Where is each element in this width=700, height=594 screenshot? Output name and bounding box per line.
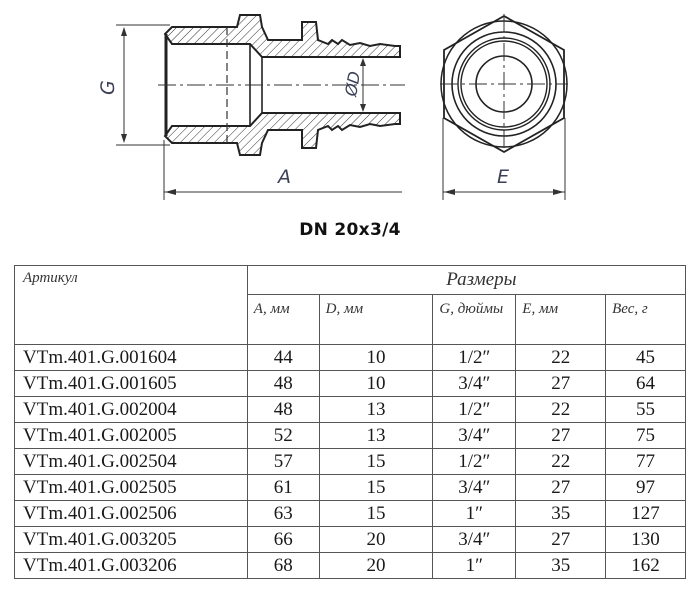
cell-e: 35	[515, 552, 607, 579]
cell-a: 61	[246, 474, 320, 501]
cell-article: VTm.401.G.001604	[14, 344, 248, 371]
table-row: VTm.401.G.002506 63 15 1″ 35 127	[14, 500, 686, 527]
dimension-label-d: ØD	[341, 70, 364, 99]
cell-a: 48	[246, 370, 320, 397]
cell-e: 27	[515, 422, 607, 449]
cell-article: VTm.401.G.002504	[14, 448, 248, 475]
cell-weight: 75	[605, 422, 686, 449]
cell-a: 57	[246, 448, 320, 475]
cell-article: VTm.401.G.003205	[14, 526, 248, 553]
header-a: A, мм	[246, 294, 320, 345]
table-row: VTm.401.G.001604 44 10 1/2″ 22 45	[14, 344, 686, 371]
cell-article: VTm.401.G.002505	[14, 474, 248, 501]
cell-d: 10	[318, 344, 434, 371]
cell-g: 1″	[432, 552, 517, 579]
cell-e: 27	[515, 474, 607, 501]
cell-d: 15	[318, 448, 434, 475]
table-row: VTm.401.G.002505 61 15 3/4″ 27 97	[14, 474, 686, 501]
header-dimensions-group: Размеры	[246, 265, 687, 295]
cell-e: 27	[515, 370, 607, 397]
cell-g: 1/2″	[432, 396, 517, 423]
header-d: D, мм	[318, 294, 434, 345]
cell-a: 68	[246, 552, 320, 579]
cell-a: 66	[246, 526, 320, 553]
dimension-label-a: A	[276, 166, 291, 188]
cell-weight: 77	[605, 448, 686, 475]
cell-d: 10	[318, 370, 434, 397]
table-row: VTm.401.G.002504 57 15 1/2″ 22 77	[14, 448, 686, 475]
cell-a: 44	[246, 344, 320, 371]
cell-article: VTm.401.G.003206	[14, 552, 248, 579]
header-g: G, дюймы	[432, 294, 517, 345]
cell-article: VTm.401.G.001605	[14, 370, 248, 397]
dimension-label-e: E	[497, 166, 509, 188]
cell-a: 48	[246, 396, 320, 423]
cell-d: 13	[318, 396, 434, 423]
cell-article: VTm.401.G.002506	[14, 500, 248, 527]
cell-a: 52	[246, 422, 320, 449]
table-row: VTm.401.G.002005 52 13 3/4″ 27 75	[14, 422, 686, 449]
cell-e: 35	[515, 500, 607, 527]
cell-e: 27	[515, 526, 607, 553]
cell-g: 1/2″	[432, 344, 517, 371]
cell-g: 3/4″	[432, 370, 517, 397]
front-hex-view: E	[440, 14, 568, 200]
side-section-view: G ØD A	[97, 14, 405, 200]
cell-g: 3/4″	[432, 526, 517, 553]
cell-d: 20	[318, 526, 434, 553]
table-row: VTm.401.G.002004 48 13 1/2″ 22 55	[14, 396, 686, 423]
dimension-label-g: G	[97, 80, 119, 95]
cell-weight: 45	[605, 344, 686, 371]
cell-d: 20	[318, 552, 434, 579]
header-article: Артикул	[14, 265, 248, 345]
cell-e: 22	[515, 396, 607, 423]
cell-weight: 55	[605, 396, 686, 423]
cell-g: 1/2″	[432, 448, 517, 475]
cell-weight: 130	[605, 526, 686, 553]
table-row: VTm.401.G.001605 48 10 3/4″ 27 64	[14, 370, 686, 397]
cell-weight: 162	[605, 552, 686, 579]
cell-g: 1″	[432, 500, 517, 527]
cell-e: 22	[515, 344, 607, 371]
cell-article: VTm.401.G.002004	[14, 396, 248, 423]
product-title: DN 20x3/4	[299, 220, 401, 240]
technical-drawing: G ØD A E	[97, 14, 568, 200]
dimensions-table: Артикул Размеры A, мм D, мм G, дюймы E, …	[14, 265, 687, 579]
cell-weight: 97	[605, 474, 686, 501]
table-row: VTm.401.G.003206 68 20 1″ 35 162	[14, 552, 686, 579]
header-weight: Вес, г	[605, 294, 686, 345]
cell-g: 3/4″	[432, 422, 517, 449]
cell-a: 63	[246, 500, 320, 527]
cell-d: 13	[318, 422, 434, 449]
cell-e: 22	[515, 448, 607, 475]
header-e: E, мм	[515, 294, 607, 345]
table-row: VTm.401.G.003205 66 20 3/4″ 27 130	[14, 526, 686, 553]
cell-g: 3/4″	[432, 474, 517, 501]
cell-weight: 127	[605, 500, 686, 527]
cell-d: 15	[318, 474, 434, 501]
cell-article: VTm.401.G.002005	[14, 422, 248, 449]
cell-d: 15	[318, 500, 434, 527]
cell-weight: 64	[605, 370, 686, 397]
